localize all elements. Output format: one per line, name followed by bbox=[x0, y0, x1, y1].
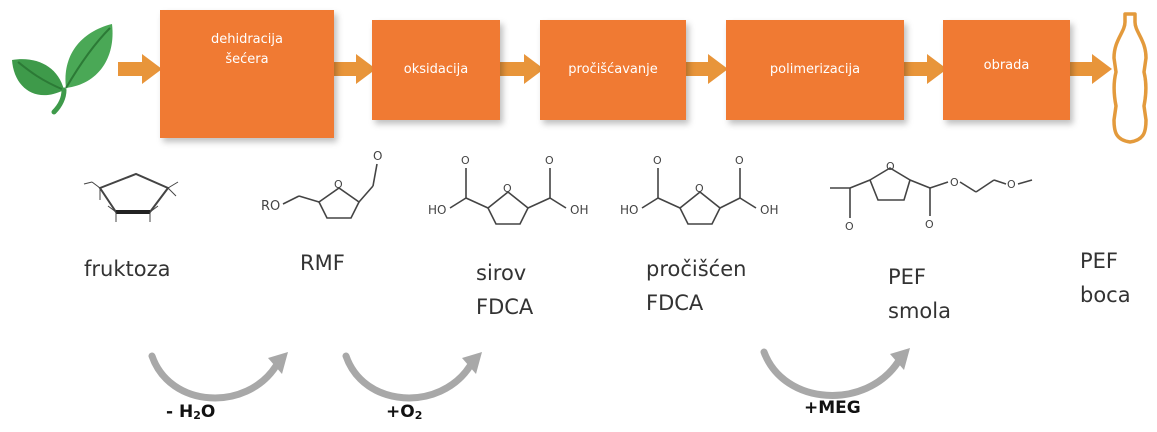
molecule-label: O bbox=[950, 176, 959, 189]
leaf-icon bbox=[12, 24, 113, 115]
molecule-label: O bbox=[653, 154, 662, 167]
curved-arrow-icon bbox=[148, 352, 288, 402]
molecule-label: HO bbox=[428, 203, 446, 217]
molecule-label: O bbox=[735, 154, 744, 167]
molecule-label: O bbox=[373, 149, 382, 163]
molecule-label: O bbox=[503, 182, 512, 195]
product-label-fructose: fruktoza bbox=[84, 257, 171, 281]
flow-arrow bbox=[1068, 54, 1112, 84]
flow-arrow bbox=[903, 54, 947, 84]
stage-label: šećera bbox=[225, 52, 269, 67]
molecule-label: OH bbox=[760, 203, 778, 217]
flow-arrow bbox=[118, 54, 162, 84]
molecule-pef-resin: O O O O O bbox=[830, 160, 1033, 233]
stage-label: obrada bbox=[983, 58, 1030, 73]
bottle-icon bbox=[1112, 12, 1148, 144]
molecule-label: HO bbox=[620, 203, 638, 217]
molecule-label: O bbox=[334, 178, 343, 191]
stage-label: pročišćavanje bbox=[568, 62, 658, 77]
curved-arrow-icon bbox=[760, 348, 910, 399]
reaction-label-meg: +MEG bbox=[804, 398, 861, 418]
stage-label: dehidracija bbox=[210, 32, 283, 47]
stage-box-polymerization: polimerizacija bbox=[726, 20, 904, 120]
stage-box-oxidation: oksidacija bbox=[372, 20, 500, 120]
molecule-label: OH bbox=[570, 203, 588, 217]
molecule-label: O bbox=[695, 182, 704, 195]
molecule-label: O bbox=[1007, 178, 1016, 191]
molecule-label: O bbox=[886, 160, 895, 173]
product-label-rmf: RMF bbox=[300, 251, 345, 275]
molecule-crude-fdca: HO O O O OH bbox=[428, 154, 588, 225]
stage-box-dehydration: dehidracija šećera bbox=[160, 10, 334, 138]
flow-arrow bbox=[332, 54, 376, 84]
molecule-fructose bbox=[83, 172, 179, 222]
curved-arrow-icon bbox=[342, 352, 482, 402]
flow-arrow bbox=[684, 54, 728, 84]
molecule-label: O bbox=[845, 220, 854, 233]
molecule-purified-fdca: HO O O O OH bbox=[620, 154, 778, 225]
molecule-rmf: RO O O bbox=[261, 149, 382, 219]
stage-label: oksidacija bbox=[403, 62, 469, 77]
molecule-label: O bbox=[925, 218, 934, 231]
reaction-label-oxygen: +O2 bbox=[386, 402, 423, 422]
stage-box-processing: obrada bbox=[943, 20, 1070, 120]
stage-box-purification: pročišćavanje bbox=[540, 20, 686, 120]
reaction-label-water: - H2O bbox=[166, 402, 216, 422]
molecule-label: O bbox=[461, 154, 470, 167]
molecule-label: RO bbox=[261, 199, 280, 214]
stage-label: polimerizacija bbox=[769, 62, 861, 77]
molecule-label: O bbox=[545, 154, 554, 167]
flow-arrow bbox=[500, 54, 544, 84]
